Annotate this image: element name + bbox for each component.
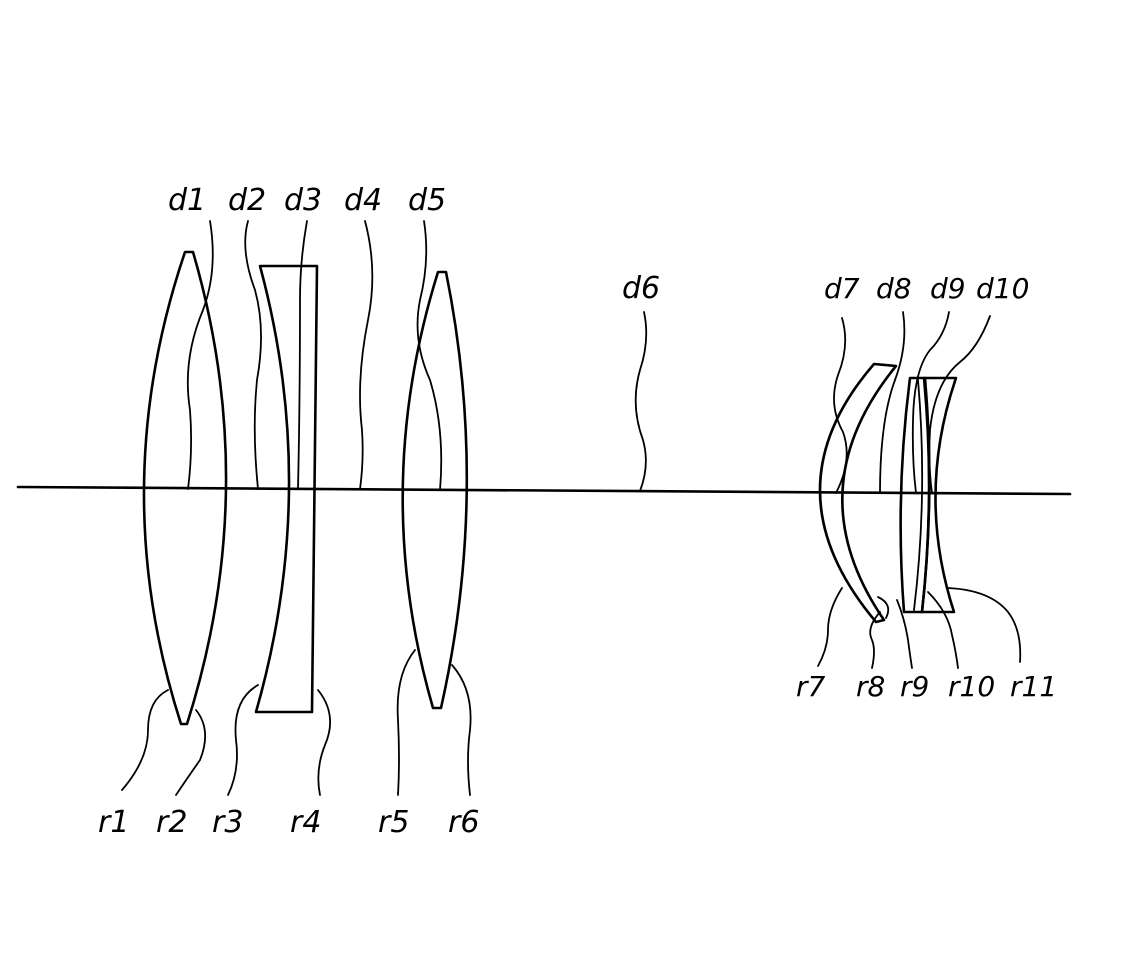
label-d2: d2 xyxy=(228,183,266,218)
d3-leader xyxy=(297,220,308,490)
label-r5: r5 xyxy=(378,805,409,840)
label-r1: r1 xyxy=(98,805,129,840)
d5-leader xyxy=(416,220,443,491)
label-r3: r3 xyxy=(212,805,243,840)
r2-leader xyxy=(175,709,206,796)
lens-3 xyxy=(401,270,469,710)
lens-4-edge xyxy=(877,596,890,619)
lens-1 xyxy=(142,250,228,726)
r8-leader xyxy=(869,611,881,669)
label-r11: r11 xyxy=(1010,670,1057,703)
r1-leader xyxy=(121,689,169,791)
label-r4: r4 xyxy=(290,805,321,840)
label-d5: d5 xyxy=(408,183,446,218)
label-d1: d1 xyxy=(168,183,206,218)
label-r7: r7 xyxy=(796,670,826,703)
r7-leader xyxy=(817,587,843,667)
r9-leader xyxy=(896,599,913,669)
label-d3: d3 xyxy=(284,183,322,218)
label-d10: d10 xyxy=(976,272,1029,305)
r10-leader xyxy=(927,591,959,669)
r11-leader xyxy=(947,587,1022,663)
r3-leader xyxy=(227,684,259,796)
label-r6: r6 xyxy=(448,805,479,840)
label-d6: d6 xyxy=(622,271,660,306)
lens-4 xyxy=(818,362,898,624)
d9-leader xyxy=(911,311,950,494)
d1-leader xyxy=(186,220,214,490)
label-r9: r9 xyxy=(900,670,929,703)
d2-leader xyxy=(244,220,262,490)
label-r8: r8 xyxy=(856,670,885,703)
r6-leader xyxy=(451,664,472,796)
d4-leader xyxy=(359,220,374,490)
label-r10: r10 xyxy=(948,670,995,703)
label-d9: d9 xyxy=(930,272,966,305)
r5-leader xyxy=(396,649,416,796)
lens-6 xyxy=(920,376,958,614)
d6-leader xyxy=(634,311,648,492)
label-d7: d7 xyxy=(824,272,860,305)
d10-leader xyxy=(928,315,991,494)
label-r2: r2 xyxy=(156,805,187,840)
lens-5-inner xyxy=(913,379,924,611)
r4-leader xyxy=(317,689,332,796)
optical-axis xyxy=(16,485,1072,496)
d7-leader xyxy=(833,317,848,494)
label-d4: d4 xyxy=(344,183,382,218)
d8-leader xyxy=(879,311,906,494)
label-d8: d8 xyxy=(876,272,912,305)
lens-2 xyxy=(254,264,319,714)
